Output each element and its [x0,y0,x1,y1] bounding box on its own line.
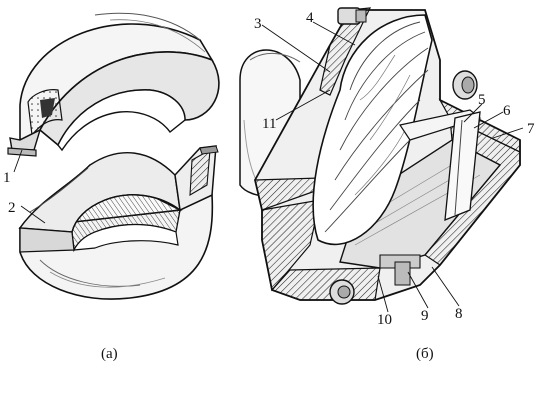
callout-3: 3 [254,16,262,32]
callout-10: 10 [377,312,392,328]
housing-bolt-bottom [329,279,355,305]
callout-labels: 1 2 3 4 5 6 7 8 9 10 11 [3,10,535,328]
caption-panel-b: (б) [416,346,434,362]
callout-leaders [13,21,524,313]
callout-1: 1 [3,170,11,186]
callout-2: 2 [8,200,16,216]
housing-bolt-top [337,7,367,25]
caption-panel-a: (а) [101,346,118,362]
callout-4: 4 [306,10,314,26]
callout-7: 7 [527,121,535,137]
callout-8: 8 [455,306,463,322]
upper-bearing-shell [7,12,220,157]
panel-b-drawing [239,7,521,305]
lubricating-wick [312,14,433,246]
housing-bolt-right [452,70,478,100]
lower-bearing-shell [18,145,219,300]
callout-5: 5 [478,92,486,108]
callout-9: 9 [421,308,429,324]
callout-11: 11 [262,116,276,132]
callout-6: 6 [503,103,511,119]
panel-a-drawing [7,12,220,300]
